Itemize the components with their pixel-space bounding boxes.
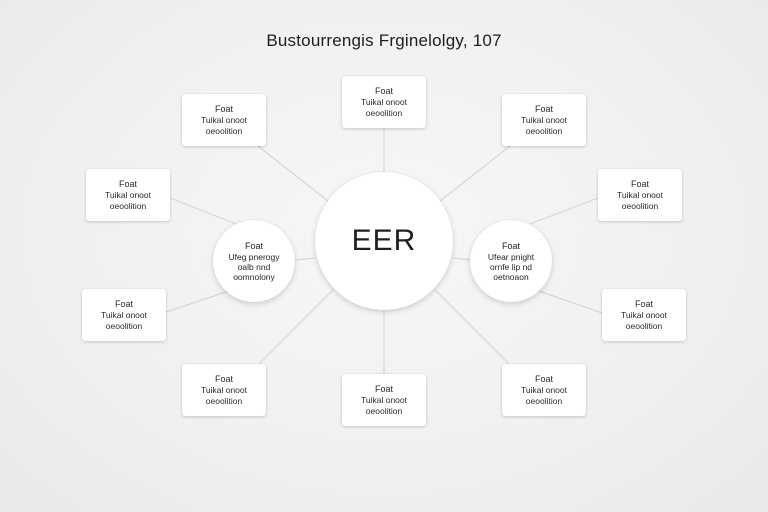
node-card: Foat Tuikal onoot oeoolition (182, 94, 266, 146)
diagram-title: Bustourrengis Frginelolgy, 107 (266, 31, 502, 50)
node-card: Foat Tuikal onoot oeoolition (86, 169, 170, 221)
node-card: Foat Tuikal onoot oeoolition (82, 289, 166, 341)
left-sub-node: Foat Ufeg pnerogy oalb nnd oomnolony (213, 220, 295, 302)
card-heading: Foat (114, 298, 133, 309)
card-text: Tuikal onoot (201, 384, 247, 395)
center-node-label: EER (351, 224, 417, 257)
card-text: oeoolition (205, 395, 243, 406)
card-heading: Foat (118, 178, 137, 189)
connector-line (452, 257, 471, 261)
left-node-text: oomnolony (233, 271, 275, 282)
card-text: oeoolition (105, 320, 143, 331)
node-card: Foat Tuikal onoot oeoolition (342, 76, 426, 128)
center-node: EER (315, 172, 453, 310)
card-heading: Foat (214, 373, 233, 384)
card-text: Tuikal onoot (617, 189, 663, 200)
connector-line (257, 289, 334, 366)
left-node-text: oalb nnd (237, 261, 271, 272)
right-node-text: ornfe lip nd (489, 261, 533, 272)
connector-line (294, 257, 316, 261)
card-text: Tuikal onoot (105, 189, 151, 200)
right-node-text: oetnoaon (493, 271, 529, 282)
connector-line (434, 289, 511, 366)
card-text: Tuikal onoot (521, 114, 567, 125)
card-heading: Foat (630, 178, 649, 189)
card-text: oeoolition (621, 200, 659, 211)
card-heading: Foat (534, 373, 553, 384)
connector-line (535, 289, 603, 314)
connector-line (257, 145, 334, 206)
right-sub-node: Foat Ufear pnight ornfe lip nd oetnoaon (470, 220, 552, 302)
card-heading: Foat (374, 383, 393, 394)
card-text: oeoolition (365, 405, 403, 416)
connector-line (169, 197, 237, 225)
connector-line (529, 197, 599, 225)
card-text: oeoolition (109, 200, 147, 211)
card-text: Tuikal onoot (521, 384, 567, 395)
left-node-text: Ufeg pnerogy (228, 251, 280, 262)
connector-line (434, 145, 511, 206)
node-card: Foat Tuikal onoot oeoolition (602, 289, 686, 341)
node-card: Foat Tuikal onoot oeoolition (342, 374, 426, 426)
card-text: Tuikal onoot (101, 309, 147, 320)
node-card: Foat Tuikal onoot oeoolition (502, 364, 586, 416)
card-text: Tuikal onoot (361, 394, 407, 405)
card-text: oeoolition (525, 395, 563, 406)
card-heading: Foat (214, 103, 233, 114)
card-text: Tuikal onoot (361, 96, 407, 107)
card-text: oeoolition (205, 125, 243, 136)
card-text: oeoolition (625, 320, 663, 331)
right-node-text: Ufear pnight (487, 251, 535, 262)
connector-line (165, 289, 233, 313)
card-text: Tuikal onoot (201, 114, 247, 125)
node-card: Foat Tuikal onoot oeoolition (598, 169, 682, 221)
right-node-heading: Foat (501, 240, 520, 251)
left-node-heading: Foat (244, 240, 263, 251)
card-text: oeoolition (365, 107, 403, 118)
card-heading: Foat (534, 103, 553, 114)
card-text: Tuikal onoot (621, 309, 667, 320)
card-heading: Foat (374, 85, 393, 96)
node-card: Foat Tuikal onoot oeoolition (182, 364, 266, 416)
card-heading: Foat (634, 298, 653, 309)
node-card: Foat Tuikal onoot oeoolition (502, 94, 586, 146)
card-text: oeoolition (525, 125, 563, 136)
